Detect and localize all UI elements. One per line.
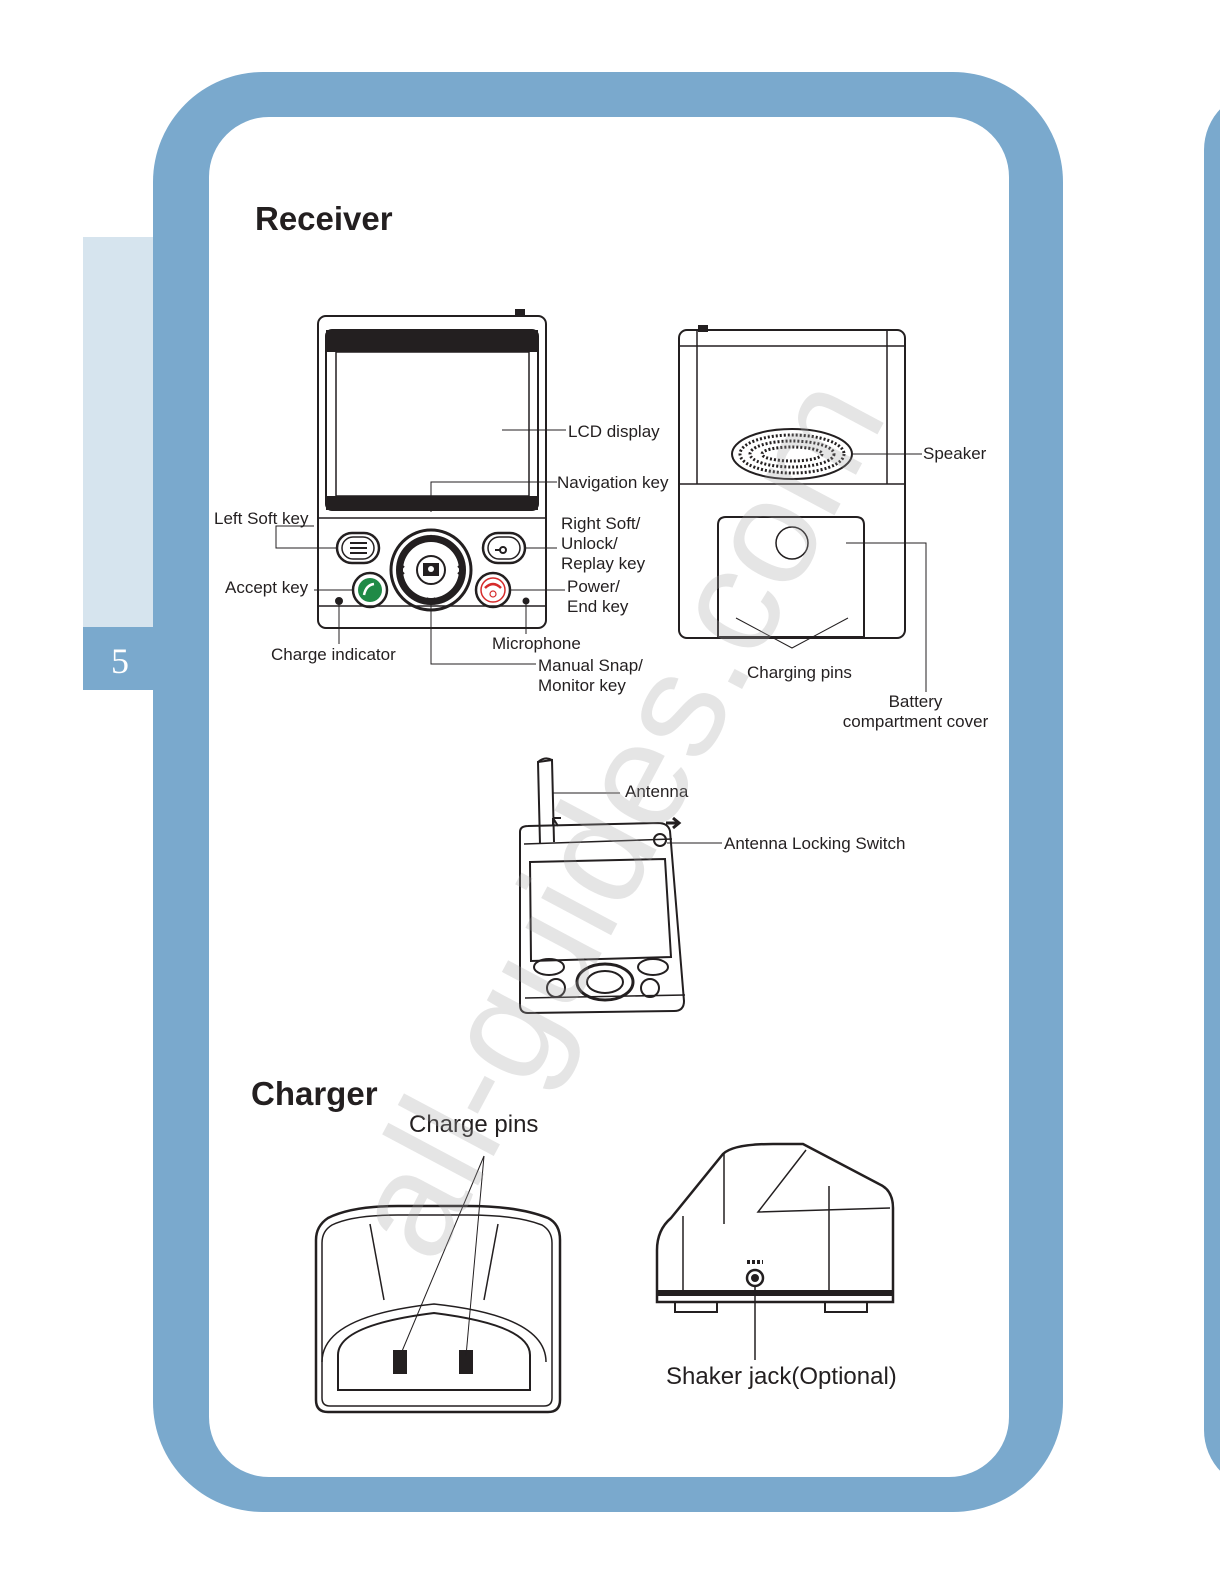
label-speaker: Speaker	[923, 444, 986, 464]
label-right-soft-key: Right Soft/ Unlock/ Replay key	[561, 514, 645, 574]
label-microphone: Microphone	[492, 634, 581, 654]
label-battery-cover: Battery compartment cover	[838, 692, 993, 732]
label-left-soft-key: Left Soft key	[214, 509, 309, 529]
charger-side-illustration	[657, 1144, 893, 1360]
label-charge-indicator: Charge indicator	[271, 645, 396, 665]
receiver-back-illustration	[679, 326, 926, 692]
label-charging-pins: Charging pins	[747, 663, 852, 683]
label-manual-snap-key: Manual Snap/ Monitor key	[538, 656, 643, 696]
receiver-antenna-illustration	[520, 758, 722, 1013]
label-antenna-locking-switch: Antenna Locking Switch	[724, 834, 905, 854]
label-navigation-key: Navigation key	[557, 473, 669, 493]
label-lcd-display: LCD display	[568, 422, 660, 442]
charger-front-illustration	[316, 1156, 560, 1412]
receiver-front-illustration	[276, 310, 566, 664]
label-antenna: Antenna	[625, 782, 688, 802]
label-shaker-jack: Shaker jack(Optional)	[666, 1363, 897, 1391]
label-charge-pins: Charge pins	[409, 1111, 538, 1139]
label-power-key: Power/ End key	[567, 577, 628, 617]
label-accept-key: Accept key	[225, 578, 308, 598]
